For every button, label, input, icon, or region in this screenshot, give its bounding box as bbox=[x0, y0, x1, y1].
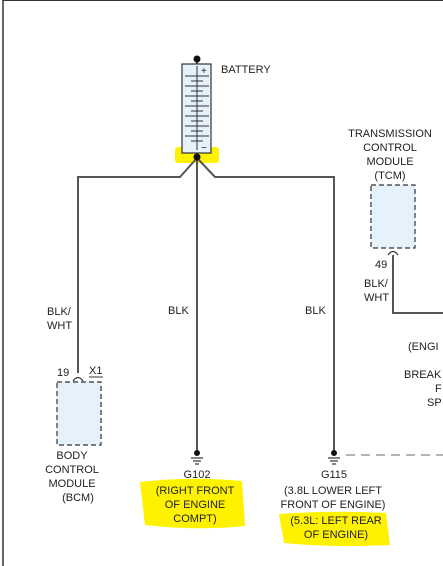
g115-ground-id: G115 bbox=[321, 469, 347, 481]
g115-location-text: (3.8L LOWER LEFT FRONT OF ENGINE) (5.3L:… bbox=[281, 485, 386, 541]
bcm-wire-color-line: BLK/ bbox=[47, 306, 72, 318]
battery-plus-sign: + bbox=[201, 66, 207, 77]
g102-location-highlight bbox=[140, 478, 245, 529]
bcm-label-line: (BCM) bbox=[62, 492, 94, 504]
bcm-pin-number: 19 bbox=[57, 367, 69, 379]
tcm-label-line: MODULE bbox=[366, 156, 413, 168]
bcm-label-line: MODULE bbox=[48, 478, 95, 490]
g102-location-line: COMPT) bbox=[173, 513, 216, 525]
battery-negative-terminal bbox=[193, 153, 201, 161]
bcm-wire-color-line: WHT bbox=[47, 320, 72, 332]
tcm-label-line: CONTROL bbox=[363, 142, 417, 154]
g115-location-highlight bbox=[279, 511, 390, 547]
wire-right-color-label: BLK bbox=[305, 305, 326, 317]
right-edge-text-line: SP bbox=[427, 397, 442, 409]
g102-location-line: (RIGHT FRONT bbox=[156, 485, 235, 497]
bcm-label-line: CONTROL bbox=[45, 464, 99, 476]
wire-middle-color-label: BLK bbox=[168, 305, 189, 317]
wire-tcm-to-ground bbox=[392, 255, 443, 314]
g115-location-line: (3.8L LOWER LEFT bbox=[284, 485, 382, 497]
bcm-connector-id: X1 bbox=[89, 365, 102, 377]
tcm-label-line: TRANSMISSION bbox=[348, 128, 432, 140]
bcm-module-box bbox=[56, 381, 102, 446]
battery-label: BATTERY bbox=[221, 64, 271, 76]
wire-battery-to-bcm bbox=[77, 157, 198, 373]
battery-symbol: + − bbox=[181, 55, 212, 161]
right-edge-text-line: BREAK bbox=[404, 369, 442, 381]
g102-ground-symbol bbox=[191, 450, 203, 465]
tcm-label: TRANSMISSION CONTROL MODULE (TCM) bbox=[348, 128, 432, 182]
tcm-pin-number: 49 bbox=[375, 259, 387, 271]
tcm-wire-color-line: WHT bbox=[364, 292, 389, 304]
tcm-module-box bbox=[370, 184, 416, 249]
g102-location-text: (RIGHT FRONT OF ENGINE COMPT) bbox=[156, 485, 235, 525]
g115-location-line: FRONT OF ENGINE) bbox=[281, 499, 386, 511]
bcm-pin-connector bbox=[72, 376, 84, 382]
wire-battery-to-g115 bbox=[196, 157, 335, 452]
wires bbox=[77, 157, 443, 456]
bcm-label-line: BODY bbox=[56, 450, 88, 462]
g102-ground-id: G102 bbox=[184, 469, 211, 481]
g102-location-line: OF ENGINE bbox=[165, 499, 226, 511]
right-edge-text-line: F bbox=[435, 383, 442, 395]
tcm-wire-color-line: BLK/ bbox=[364, 278, 389, 290]
bcm-label: BODY CONTROL MODULE (BCM) bbox=[45, 450, 99, 504]
battery-minus-sign: − bbox=[201, 143, 207, 154]
g115-location-line: OF ENGINE) bbox=[304, 529, 368, 541]
g115-ground-symbol bbox=[328, 450, 340, 465]
battery-positive-terminal bbox=[193, 55, 201, 63]
g115-location-line: (5.3L: LEFT REAR bbox=[290, 515, 382, 527]
tcm-pin-connector bbox=[387, 250, 399, 256]
right-edge-text-line: (ENGI bbox=[408, 341, 439, 353]
tcm-label-line: (TCM) bbox=[374, 170, 405, 182]
